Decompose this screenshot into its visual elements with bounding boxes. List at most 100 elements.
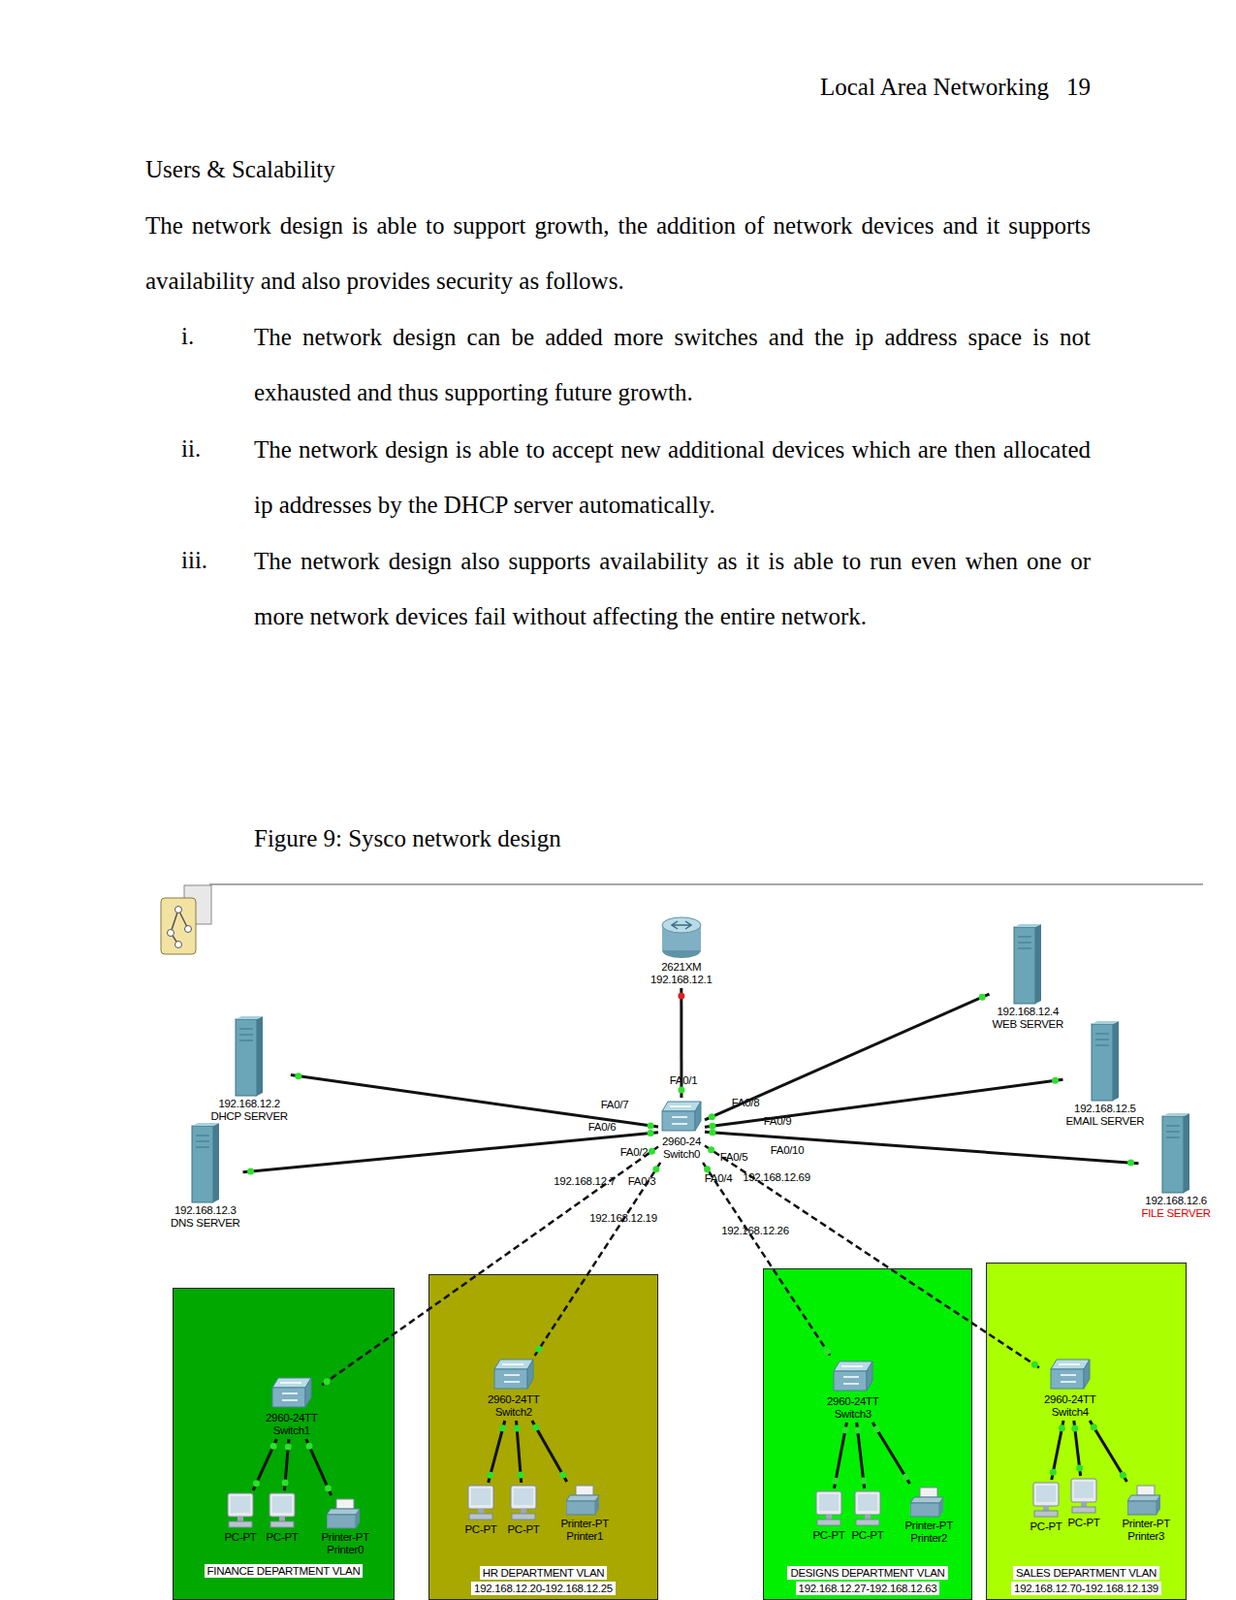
pc-node: PC-PT — [507, 1484, 541, 1536]
ethernet-link — [488, 1420, 506, 1483]
link-address: 192.168.12.26 — [720, 1224, 791, 1237]
link-light — [859, 1477, 867, 1485]
graphic — [919, 1487, 938, 1497]
device-label: Switch1 — [264, 1424, 319, 1437]
device-label: Printer3 — [1121, 1529, 1172, 1543]
sw-icon — [270, 1375, 314, 1411]
graphic — [1014, 923, 1042, 927]
device-label: Printer0 — [320, 1543, 371, 1556]
ethernet-link — [306, 1438, 332, 1495]
device-label: Switch3 — [825, 1407, 881, 1421]
server-node: 192.168.12.4WEB SERVER — [991, 922, 1065, 1031]
link-light — [873, 1425, 881, 1432]
graphic — [1034, 1510, 1058, 1517]
text-holder: Local Area Networking — [820, 72, 1049, 102]
graphic — [695, 1101, 701, 1131]
graphic — [939, 1496, 944, 1517]
text-holder: FA0/8 — [730, 1092, 761, 1110]
body-text: The network design is able to support gr… — [145, 197, 1091, 309]
link-light — [535, 1345, 542, 1353]
link-light — [841, 1426, 849, 1433]
text-holder: ii. — [181, 434, 201, 464]
text-holder: The network design is able to support gr… — [145, 197, 1091, 309]
link-light — [1049, 1468, 1057, 1476]
graphic — [1162, 1115, 1184, 1193]
server-node: 192.168.12.2DHCP SERVER — [210, 1014, 289, 1123]
printer-node: Printer-PTPrinter3 — [1121, 1483, 1172, 1543]
toolbar-icon — [167, 929, 175, 937]
body-text: i. — [181, 321, 194, 351]
link-light — [648, 1147, 656, 1155]
device-label: Printer-PT — [320, 1530, 371, 1544]
graphic — [477, 1508, 484, 1514]
port-label: FA0/5 — [719, 1150, 750, 1164]
body-text: The network design is able to accept new… — [253, 421, 1091, 533]
link-light — [1127, 1159, 1135, 1167]
graphic — [469, 1513, 493, 1520]
graphic — [1058, 1363, 1080, 1382]
pc-icon — [813, 1489, 845, 1527]
link-light — [647, 1129, 655, 1137]
body-text: The network design also supports availab… — [253, 533, 1091, 644]
ethernet-link — [872, 1422, 910, 1484]
graphic — [841, 1365, 863, 1384]
graphic — [471, 1488, 491, 1505]
ethernet-link — [1089, 1420, 1127, 1482]
server-node: 192.168.12.5EMAIL SERVER — [1065, 1019, 1146, 1128]
link-light — [270, 1442, 278, 1450]
vlan-label: FINANCE DEPARTMENT VLAN — [204, 1563, 364, 1578]
graphic — [1017, 936, 1032, 949]
text-holder: iii. — [181, 545, 208, 575]
text-holder: FA0/9 — [762, 1110, 793, 1129]
device-label: 2960-24TT — [264, 1411, 319, 1425]
toolbar-icon — [175, 906, 183, 914]
device-label: 2960-24TT — [486, 1393, 541, 1406]
switch-node: 2960-24TTSwitch1 — [264, 1375, 319, 1437]
toolbar-icon — [185, 925, 192, 933]
sw-icon — [660, 1099, 703, 1135]
link-light — [282, 1479, 289, 1487]
graphic — [662, 1110, 696, 1131]
device-label: 2960-24TT — [825, 1394, 881, 1408]
graphic — [336, 1498, 354, 1509]
graphic — [191, 1122, 220, 1126]
graphic — [1183, 1112, 1190, 1193]
printer-icon — [326, 1496, 364, 1530]
printer-node: Printer-PTPrinter0 — [320, 1496, 371, 1556]
text-holder: 192.168.12.19 — [588, 1207, 659, 1226]
graphic — [1166, 1125, 1180, 1138]
device-label: DHCP SERVER — [210, 1109, 289, 1123]
link-light — [1051, 1077, 1059, 1084]
pc-node: PC-PT — [265, 1491, 300, 1544]
link-light — [517, 1471, 525, 1479]
device-label: Printer2 — [904, 1531, 954, 1545]
link-light — [708, 1112, 716, 1120]
port-label: FA0/3 — [627, 1174, 658, 1188]
graphic — [272, 1387, 306, 1407]
body-text: Local Area Networking — [820, 72, 1049, 102]
graphic — [1080, 1501, 1087, 1507]
device-label: Switch0 — [660, 1147, 703, 1161]
sw-icon — [1048, 1357, 1092, 1393]
vlan-label: HR DEPARTMENT VLAN — [479, 1565, 608, 1580]
port-label: FA0/1 — [668, 1074, 699, 1087]
link-address: 192.168.12.69 — [741, 1171, 812, 1184]
device-label: 192.168.12.6 — [1140, 1194, 1212, 1207]
text-holder: FA0/1 — [668, 1070, 699, 1088]
graphic — [1033, 1482, 1059, 1506]
graphic — [566, 1494, 600, 1501]
link-light — [1090, 1423, 1098, 1430]
graphic — [279, 1516, 286, 1522]
vlan-label: 192.168.12.70-192.168.12.139 — [1011, 1581, 1162, 1595]
graphic — [280, 1382, 302, 1400]
link-light — [499, 1424, 507, 1431]
port-label: FA0/9 — [762, 1114, 793, 1128]
graphic — [1074, 1481, 1094, 1498]
graphic — [191, 1125, 214, 1203]
pc-node: PC-PT — [464, 1484, 499, 1536]
graphic — [239, 1028, 254, 1041]
crossover-link — [704, 1144, 1042, 1368]
switch-node: 2960-24TTSwitch4 — [1043, 1357, 1098, 1419]
ethernet-link — [704, 1078, 1064, 1127]
